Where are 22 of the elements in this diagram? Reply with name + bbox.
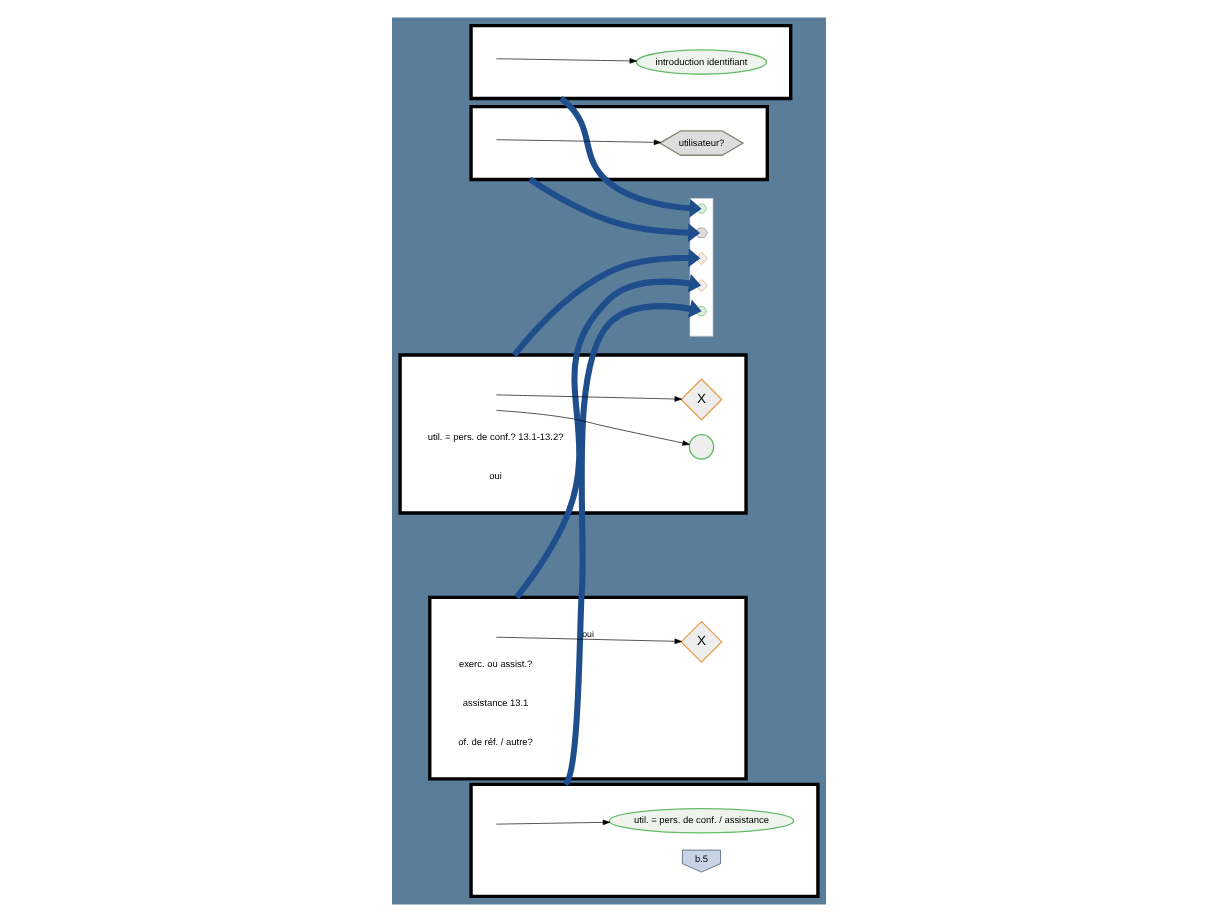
cluster [398, 353, 748, 515]
arrow [496, 636, 682, 644]
arrow [528, 177, 701, 243]
arrow [511, 248, 701, 357]
arrow [514, 274, 702, 600]
cluster [469, 782, 820, 899]
node-diamond [695, 252, 708, 265]
arrow [496, 394, 682, 402]
arrow [562, 299, 702, 786]
node-hexagon [695, 227, 708, 238]
arrow [496, 819, 611, 826]
arrow [496, 139, 662, 145]
node-diamond [695, 279, 708, 292]
cluster [428, 595, 748, 781]
cluster [469, 104, 769, 182]
arrow [496, 410, 690, 446]
node-circle [696, 306, 707, 317]
node-circle [696, 203, 707, 214]
node-circle [688, 434, 715, 460]
arrow [559, 96, 702, 218]
cluster [469, 23, 793, 101]
arrow [496, 58, 637, 64]
